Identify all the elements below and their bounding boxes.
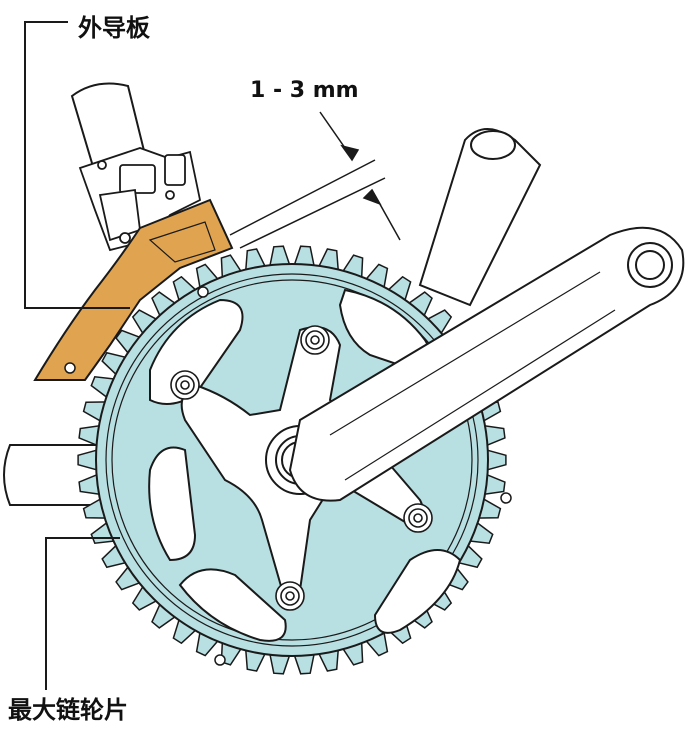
bolt xyxy=(275,581,305,611)
outer-guide-plate xyxy=(33,198,234,381)
outer-guide-plate-label: 外导板 xyxy=(78,14,150,42)
bolt xyxy=(170,370,200,400)
arrowhead-up xyxy=(362,188,382,206)
ring-cutout xyxy=(178,568,287,642)
chainring-bolts xyxy=(170,325,433,611)
clearance-label: 1 - 3 mm xyxy=(250,78,359,103)
bolt xyxy=(300,325,330,355)
ring-cutout xyxy=(148,446,197,562)
ring-cutout xyxy=(373,549,462,634)
bolt xyxy=(403,503,433,533)
crank-arm xyxy=(288,226,685,502)
clearance-dimension xyxy=(229,111,401,249)
ring-pin xyxy=(500,492,512,504)
chainring-leader xyxy=(45,537,120,690)
ring-pin xyxy=(197,286,209,298)
ring-pin xyxy=(214,654,226,666)
largest-chainring-label: 最大链轮片 xyxy=(8,696,128,724)
guide-plate-leader xyxy=(24,21,130,309)
arrowhead-down xyxy=(340,144,360,162)
front-derailleur xyxy=(78,147,202,252)
leader-lines xyxy=(24,21,130,690)
